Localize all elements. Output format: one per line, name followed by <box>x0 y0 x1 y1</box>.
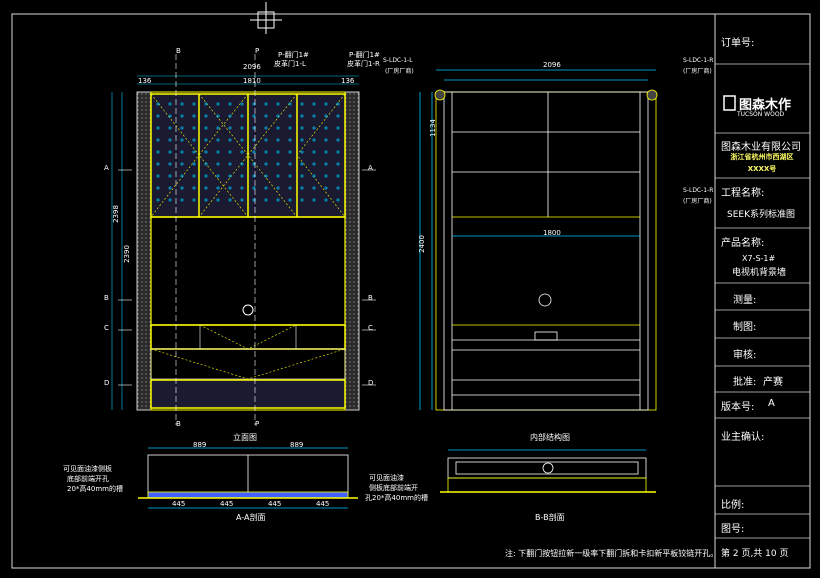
inner-left-callout: S-LDC-1-L <box>383 57 413 64</box>
draw-label: 制图: <box>733 322 757 333</box>
product-name: 电视机背景墙 <box>732 268 787 278</box>
dim-aa-b3: 445 <box>268 500 282 508</box>
logo-icon <box>723 95 736 111</box>
section-mark-p-bottom: P <box>255 420 260 428</box>
aa-right-callout-3: 孔20*高40mm的槽 <box>365 494 428 502</box>
drawing-no-label: 图号: <box>721 524 745 535</box>
section-marks <box>118 169 376 386</box>
aa-right-callout-2: 侧板底部前端开 <box>369 484 418 492</box>
section-mark-c-left: C <box>104 324 109 332</box>
product-code: X7-S-1# <box>742 254 776 263</box>
project-value: SEEK系列标准图 <box>727 210 795 220</box>
aa-left-callout-2: 底部前端开孔 <box>67 475 109 483</box>
page-label: 第 2 页,共 10 页 <box>721 549 789 559</box>
door-left-callout-2: 皮革门1-L <box>274 60 306 68</box>
section-mark-d-left: D <box>104 379 110 387</box>
owner-label: 业主确认: <box>721 432 765 443</box>
door-left-callout: P-翻门1# <box>278 51 309 59</box>
section-mark-b-bottom: B <box>176 420 181 428</box>
front-caption: 立面图 <box>233 433 257 442</box>
dim-front-right: 136 <box>341 77 355 85</box>
aa-left-callout-1: 可见面油漆侧板 <box>63 465 112 473</box>
dim-front-inner: 1810 <box>243 77 261 85</box>
bb-caption: B-B剖面 <box>535 513 565 522</box>
dim-aa-b4: 445 <box>316 500 330 508</box>
inner-left-callout-2: (厂房厂商) <box>385 68 414 75</box>
address-line2: XXXX号 <box>747 165 777 173</box>
title-block-lines <box>715 63 810 539</box>
version-label: 版本号: <box>721 402 755 413</box>
aa-left-callout-3: 20*高40mm的槽 <box>67 485 123 493</box>
version-value: A <box>768 398 775 409</box>
brand-en: TUCSON WOOD <box>737 111 785 118</box>
address-line1: 浙江省杭州市西湖区 <box>730 153 794 161</box>
inner-structure <box>419 69 658 411</box>
door-right-callout-2: 皮革门1-R <box>347 60 380 68</box>
section-bb <box>440 449 656 493</box>
company-name: 图森木业有限公司 <box>721 142 801 153</box>
dim-inner-top: 1134 <box>428 119 437 137</box>
approve-label: 批准: <box>733 377 757 388</box>
section-mark-p-top: P <box>255 47 260 55</box>
section-mark-b-top: B <box>176 47 181 55</box>
project-label: 工程名称: <box>721 188 765 199</box>
scale-label: 比例: <box>721 500 745 511</box>
front-elevation <box>111 54 360 425</box>
section-mark-a-left: A <box>104 164 109 172</box>
dim-inner-h: 2400 <box>417 235 426 253</box>
footer-note: 注: 下翻门按钮拉新一级率下翻门拆和卡扣新平板铰链开孔。 <box>505 549 719 558</box>
dim-aa-b1: 445 <box>172 500 186 508</box>
sheet-border <box>11 13 811 569</box>
approve-value: 产赛 <box>763 377 783 388</box>
dim-inner-total: 2096 <box>543 61 561 69</box>
dim-front-sub: 2390 <box>122 245 131 263</box>
brand-cn: 图森木作 <box>739 98 792 113</box>
order-no-label: 订单号: <box>721 38 755 49</box>
dim-aa-w2: 889 <box>290 441 304 449</box>
aa-right-callout-1: 可见面油漆 <box>369 474 404 482</box>
inner-mid-callout-2: (厂房厂商) <box>683 198 712 205</box>
dim-front-height: 2398 <box>111 205 120 223</box>
inner-right-callout: S-LDC-1-R <box>683 57 714 64</box>
section-mark-c-right: C <box>368 324 373 332</box>
measure-label: 测量: <box>733 295 757 306</box>
dim-front-total: 2096 <box>243 63 261 71</box>
section-aa <box>138 447 358 509</box>
product-label: 产品名称: <box>721 238 765 249</box>
review-label: 审核: <box>733 350 757 361</box>
dim-aa-w1: 889 <box>193 441 207 449</box>
inner-right-callout-2: (厂房厂商) <box>683 68 712 75</box>
inner-caption: 内部结构图 <box>530 433 570 442</box>
inner-mid-callout: S-LDC-1-R <box>683 187 714 194</box>
section-mark-b-right: B <box>368 294 373 302</box>
dim-inner-shelf: 1800 <box>543 229 561 237</box>
section-mark-a-right: A <box>368 164 373 172</box>
aa-caption: A-A剖面 <box>236 513 266 522</box>
dim-aa-b2: 445 <box>220 500 234 508</box>
section-mark-d-right: D <box>368 379 374 387</box>
section-mark-b-left: B <box>104 294 109 302</box>
dim-front-left: 136 <box>138 77 152 85</box>
door-right-callout: P-翻门1# <box>349 51 380 59</box>
